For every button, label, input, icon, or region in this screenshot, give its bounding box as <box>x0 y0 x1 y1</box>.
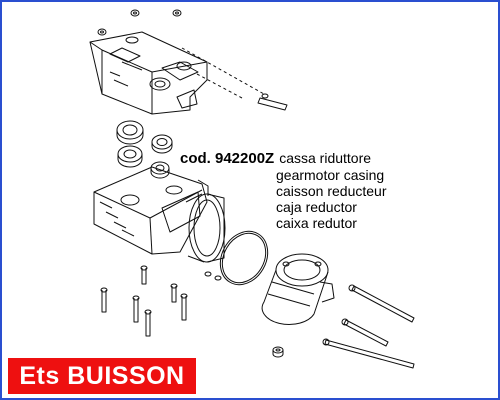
bearing-medium-part <box>117 145 143 168</box>
gasket-part <box>219 230 269 286</box>
screw-pin-part <box>257 93 288 111</box>
part-description-en: gearmotor casing <box>276 167 385 183</box>
screw-6-part <box>180 293 188 321</box>
nut-small-part <box>204 271 222 281</box>
gearbox-cover-part <box>89 31 208 115</box>
bearing-large-part <box>116 120 144 145</box>
screw-4-part <box>144 309 152 337</box>
top-nut-left <box>130 9 140 17</box>
part-descriptions: gearmotor casing caisson reducteur caja … <box>276 167 387 231</box>
part-description-it: cassa riduttore <box>279 150 372 166</box>
part-code: cod. 942200Z <box>180 150 275 167</box>
top-nut-center <box>172 9 182 17</box>
gearmotor-casing-part <box>93 166 209 255</box>
screw-1-part <box>140 265 148 285</box>
bearing-small-part <box>151 134 173 154</box>
motor-housing-part <box>261 253 335 325</box>
long-bolt-2-part <box>341 318 389 347</box>
nut-bottom-part <box>272 346 284 358</box>
cover-dash-line-2 <box>196 73 243 99</box>
part-description-fr: caisson reducteur <box>276 183 387 199</box>
part-description-es: caja reductor <box>276 199 357 215</box>
brand-logo: Ets BUISSON <box>8 358 196 394</box>
screw-5-part <box>170 283 178 303</box>
long-bolt-3-part <box>322 338 415 369</box>
screw-2-part <box>100 287 108 313</box>
long-bolt-1-part <box>348 284 415 323</box>
motor-flange-part <box>185 193 226 263</box>
screw-3-part <box>132 295 140 323</box>
top-nut-small <box>97 28 107 36</box>
cover-dash-line <box>181 47 265 95</box>
part-description-pt: caixa redutor <box>276 215 357 231</box>
